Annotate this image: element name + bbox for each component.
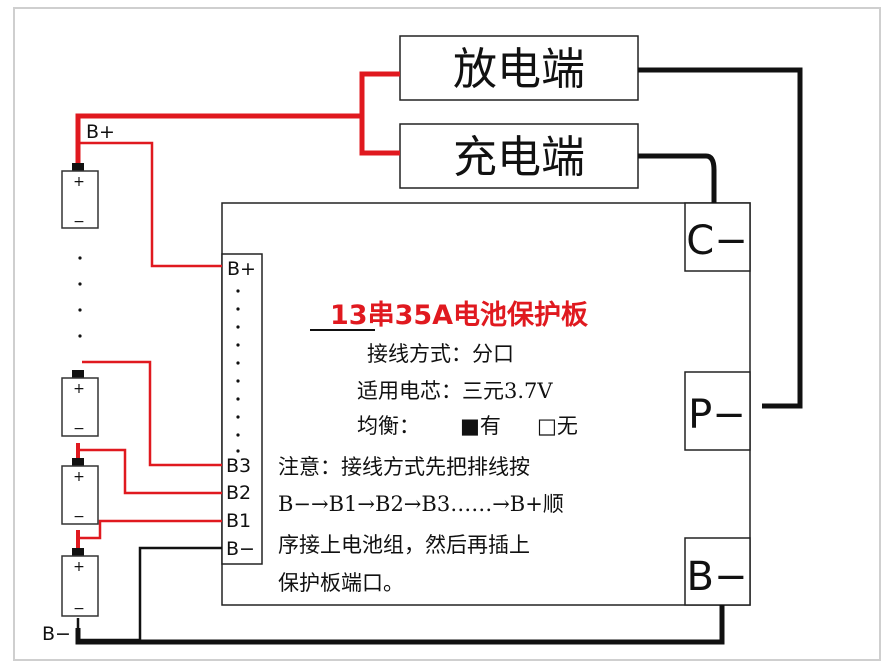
c-minus-terminal [684,202,751,272]
battery-cell-2: + − [61,458,99,525]
battery-cell-3: + − [61,370,99,437]
battery-cell-1: + − [61,548,99,617]
balance-yes: ■有 [460,414,501,438]
connector-pin-b-minus: B− [226,538,255,560]
balance-label: 均衡： [357,414,420,438]
protection-board [221,202,751,606]
balance-connector [221,253,263,565]
b-plus-label: B+ [86,121,115,143]
svg-text:−: − [73,421,85,437]
p-minus-label: P− [688,392,746,438]
b-plus-main-wire [75,71,400,164]
balance-wire-b-plus [80,141,222,268]
c-minus-label: C− [686,218,747,264]
board-title: 13串35A电池保护板 [330,300,588,331]
note-line-3: 序接上电池组，然后再插上 [278,533,530,557]
balance-no: □无 [537,414,578,438]
svg-text:+: + [73,174,85,190]
svg-text:−: − [73,601,85,617]
connector-pin-b3: B3 [226,455,251,477]
svg-text:+: + [73,381,85,397]
balance-wire-b2 [80,448,222,495]
balance-wire-b-minus [76,546,222,642]
note-line-4: 保护板端口。 [278,571,404,595]
connector-pin-b-plus: B+ [227,258,256,280]
note-line-2: B−→B1→B2→B3……→B+顺 [278,492,564,516]
series-dots [78,256,82,338]
balance-wire-b3 [82,360,222,467]
charge-label: 充电端 [453,132,585,183]
wiring-mode: 接线方式：分口 [367,342,514,366]
connector-pin-b2: B2 [226,482,251,504]
discharge-label: 放电端 [453,44,585,95]
svg-text:−: − [73,509,85,525]
note-line-1: 注意：接线方式先把排线按 [278,455,530,479]
b-minus-main-wire [75,605,725,645]
discharge-return-wire [638,67,803,409]
svg-text:+: + [73,559,85,575]
balance-wire-b1 [80,519,222,540]
b-minus-port-label: B− [687,554,748,600]
p-minus-terminal [684,371,751,451]
cell-type: 适用电芯：三元3.7V [357,379,553,403]
outer-frame [13,7,881,661]
svg-text:+: + [73,469,85,485]
svg-text:−: − [73,214,85,230]
discharge-terminal [399,35,639,101]
connector-dots [236,289,240,453]
charge-return-wire [638,153,717,203]
battery-cell-top: + − [61,163,99,230]
connector-pin-b1: B1 [226,510,251,532]
b-minus-label: B− [42,623,71,645]
charge-terminal [399,123,639,189]
b-minus-terminal [684,537,751,606]
